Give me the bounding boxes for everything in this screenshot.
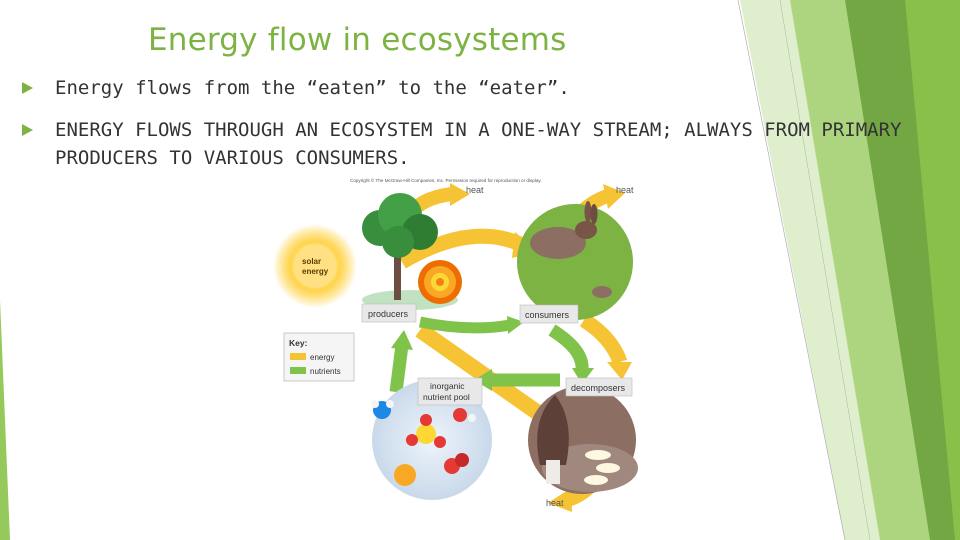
- rabbit-body: [530, 227, 586, 259]
- larva: [585, 450, 611, 460]
- producers-label-box: [361, 303, 417, 323]
- molecule: [371, 400, 394, 419]
- energy-arrow-head: [603, 184, 625, 209]
- rabbit-ear: [584, 201, 592, 223]
- energy-arrow-head: [548, 488, 572, 512]
- consumers-habitat: [517, 204, 633, 320]
- tree-trunk: [394, 245, 401, 300]
- energy-arrow-head: [450, 183, 470, 206]
- mouse: [592, 286, 612, 298]
- heat-label: heat: [546, 498, 564, 508]
- tree-canopy: [382, 226, 414, 258]
- energy-arrow-head: [607, 362, 632, 380]
- left-green-strip: [0, 300, 10, 540]
- right-band-bright: [905, 0, 960, 540]
- bullet-text: Energy flows from the “eaten” to the “ea…: [55, 77, 570, 99]
- molecule: [394, 464, 416, 486]
- rabbit-ear: [590, 204, 598, 224]
- decomposers-label: decomposers: [571, 383, 626, 393]
- nutrient-arrow-consumers-to-decomposers: [548, 324, 589, 371]
- molecule: [444, 453, 469, 474]
- consumers-label: consumers: [525, 310, 570, 320]
- nutrient-pool-label: inorganic: [430, 381, 465, 391]
- slide-title: Energy flow in ecosystems: [148, 22, 567, 58]
- producers-label: producers: [368, 309, 409, 319]
- legend-label-nutrients: nutrients: [310, 367, 341, 376]
- producers-illustration: producers: [361, 193, 462, 323]
- band-edge-line: [737, 0, 846, 540]
- consumers-label-box: [519, 304, 579, 324]
- molecule: [406, 414, 446, 448]
- nutrient-arrow-pool-to-producers: [389, 344, 409, 393]
- bullet-item: ENERGY FLOWS THROUGH AN ECOSYSTEM IN A O…: [22, 116, 922, 172]
- legend-key: Key: energy nutrients: [283, 332, 355, 382]
- bullet-item: Energy flows from the “eaten” to the “ea…: [22, 74, 922, 102]
- nutrient-arrow-head: [474, 369, 492, 391]
- legend-label-energy: energy: [310, 353, 334, 362]
- heat-label: heat: [466, 185, 484, 195]
- nutrient-arrow-head: [572, 368, 594, 384]
- heat-label: heat: [616, 185, 634, 195]
- decomposers-label-box: [565, 377, 633, 397]
- legend-swatch-energy: [290, 353, 306, 360]
- flower: [418, 260, 462, 304]
- bullet-arrow-icon: [22, 82, 33, 94]
- mushroom-stem: [546, 460, 560, 484]
- solar-energy-label: energy: [302, 267, 329, 276]
- legend-swatch-nutrients: [290, 367, 306, 374]
- copyright-notice: Copyright © The McGraw-Hill Companies, I…: [350, 177, 542, 183]
- mushroom-cap: [537, 395, 569, 465]
- sun-core: [293, 244, 337, 288]
- energy-arrow-producers-to-consumers: [398, 228, 524, 269]
- nutrient-pool-illustration: inorganic nutrient pool: [371, 377, 492, 500]
- legend-title: Key:: [289, 338, 308, 348]
- molecule: [453, 408, 476, 422]
- rabbit-head: [575, 221, 597, 239]
- nutrient-arrow-head: [391, 330, 413, 350]
- bullet-text: ENERGY FLOWS THROUGH AN ECOSYSTEM IN A O…: [55, 119, 902, 169]
- bullet-arrow-icon: [22, 124, 33, 136]
- larva: [596, 463, 620, 473]
- sun: solar energy: [273, 224, 357, 308]
- larva: [584, 475, 608, 485]
- decomposers-illustration: decomposers: [528, 377, 638, 494]
- consumers-illustration: consumers: [517, 201, 633, 324]
- nutrient-pool-label-box: [417, 377, 483, 406]
- solar-energy-label: solar: [302, 257, 321, 266]
- nutrient-arrow-producers-to-consumers: [418, 316, 511, 334]
- energy-arrow-consumers-to-decomposers: [579, 313, 628, 365]
- band-edge-line: [779, 0, 871, 540]
- nutrient-pool-label: nutrient pool: [423, 392, 470, 402]
